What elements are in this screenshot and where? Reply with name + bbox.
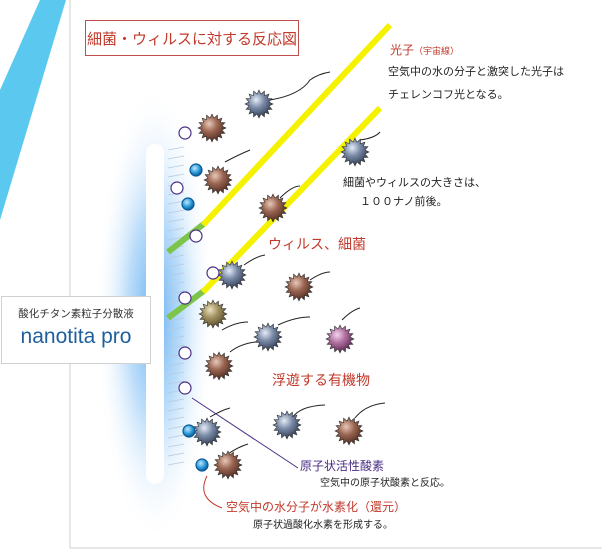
- photon-label: 光子（宇宙線）: [390, 43, 459, 58]
- virus-particle: [213, 450, 243, 480]
- reaction-stroke: [167, 209, 185, 214]
- diagram-title: 細菌・ウィルスに対する反応図: [85, 20, 299, 56]
- virus-particle: [340, 137, 370, 167]
- virus-particle: [204, 351, 234, 381]
- photon-beam-upper-green: [166, 220, 207, 255]
- molecule-dot: [206, 266, 220, 280]
- virus-particle: [192, 417, 222, 447]
- leader-line: [227, 443, 249, 455]
- virus-particle: [197, 113, 227, 143]
- active-oxygen-dot: [189, 163, 203, 177]
- leader-line: [243, 254, 266, 266]
- reaction-stroke: [167, 416, 185, 421]
- reaction-stroke: [167, 317, 185, 322]
- molecule-dot: [178, 346, 192, 360]
- virus-particle: [203, 165, 233, 195]
- virus-particle: [198, 299, 228, 329]
- size-desc-line-1: 細菌やウィルスの大きさは、: [343, 176, 486, 189]
- virus-particle: [258, 193, 288, 223]
- leader-line: [277, 316, 311, 326]
- virus-particle: [244, 89, 274, 119]
- virus-particle: [334, 416, 364, 446]
- reaction-stroke: [167, 200, 185, 205]
- reaction-stroke: [167, 398, 185, 403]
- reaction-stroke: [167, 164, 185, 169]
- particles-layer: [170, 89, 370, 480]
- active-oxygen-dot: [182, 424, 196, 438]
- photon-subtitle: （宇宙線）: [414, 47, 460, 57]
- molecule-dot: [178, 381, 192, 395]
- molecule-dot: [178, 126, 192, 140]
- reaction-stroke: [167, 218, 185, 223]
- molecule-dot: [189, 229, 203, 243]
- photon-beam-upper: [200, 22, 393, 228]
- water-hydrogenation-desc: 原子状過酸化水素を形成する。: [253, 520, 393, 531]
- leader-line: [354, 402, 386, 419]
- diagram-title-text: 細菌・ウィルスに対する反応図: [86, 29, 297, 48]
- coated-surface-bar: [146, 144, 164, 484]
- corner-accent: [0, 0, 66, 220]
- leader-line: [221, 321, 249, 331]
- water-hydrogenation-label: 空気中の水分子が水素化（還元）: [226, 500, 407, 514]
- reaction-stroke: [167, 227, 185, 232]
- atomic-oxygen-label: 原子状活性酸素: [300, 459, 385, 473]
- reaction-stroke: [167, 362, 185, 367]
- photon-desc-line-1: 空気中の水の分子と激突した光子は: [388, 65, 564, 78]
- leader-line: [209, 407, 231, 418]
- reaction-stroke: [167, 272, 185, 277]
- virus-particle: [325, 324, 355, 354]
- reaction-stroke: [167, 443, 185, 448]
- leader-line: [224, 149, 251, 163]
- reaction-stroke: [167, 425, 185, 430]
- reaction-stroke: [167, 434, 185, 439]
- leader-line-oxygen: [191, 397, 299, 469]
- photon-desc-line-2: チェレンコフ光となる。: [388, 88, 509, 101]
- leader-line: [229, 341, 256, 353]
- reaction-stroke: [167, 173, 185, 178]
- leader-line: [341, 307, 361, 321]
- floating-organic-label: 浮遊する有機物: [272, 373, 370, 389]
- atomic-oxygen-desc: 空気中の原子状酸素と反応。: [320, 478, 450, 489]
- leader-line: [291, 404, 326, 419]
- size-desc-line-2: １００ナノ前後。: [360, 195, 448, 208]
- virus-bacteria-label: ウィルス、細菌: [268, 237, 366, 253]
- leader-line-water: [203, 475, 223, 509]
- reaction-stroke: [167, 236, 185, 241]
- reaction-stroke: [167, 146, 185, 151]
- leader-line: [279, 185, 301, 199]
- reaction-stroke: [167, 263, 185, 268]
- reaction-stroke: [167, 155, 185, 160]
- virus-particle: [217, 260, 247, 290]
- leader-line: [359, 131, 381, 141]
- product-subtitle: 酸化チタン素粒子分散液: [18, 308, 134, 320]
- reaction-stroke: [167, 335, 185, 340]
- photon-beam-lower: [200, 105, 383, 295]
- frame-border: [69, 0, 602, 549]
- reaction-stroke: [167, 380, 185, 385]
- reaction-stroke: [167, 452, 185, 457]
- product-name: nanotita pro: [20, 325, 132, 348]
- virus-particle: [272, 410, 302, 440]
- reaction-stroke: [167, 461, 185, 466]
- virus-particle: [253, 322, 283, 352]
- molecule-dot: [178, 291, 192, 305]
- virus-particle: [284, 272, 314, 302]
- leader-line: [309, 271, 331, 281]
- leader-line: [269, 71, 331, 101]
- reaction-stroke: [167, 281, 185, 286]
- product-label-box: 酸化チタン素粒子分散液 nanotita pro: [1, 296, 151, 364]
- reaction-stroke: [167, 371, 185, 376]
- reaction-stroke: [167, 290, 185, 295]
- photon-title: 光子: [390, 43, 415, 57]
- active-oxygen-dot: [181, 197, 195, 211]
- reaction-stroke: [167, 326, 185, 331]
- reaction-stroke: [167, 254, 185, 259]
- reaction-stroke: [167, 407, 185, 412]
- active-oxygen-dot: [195, 458, 209, 472]
- molecule-dot: [170, 181, 184, 195]
- reaction-stroke: [167, 344, 185, 349]
